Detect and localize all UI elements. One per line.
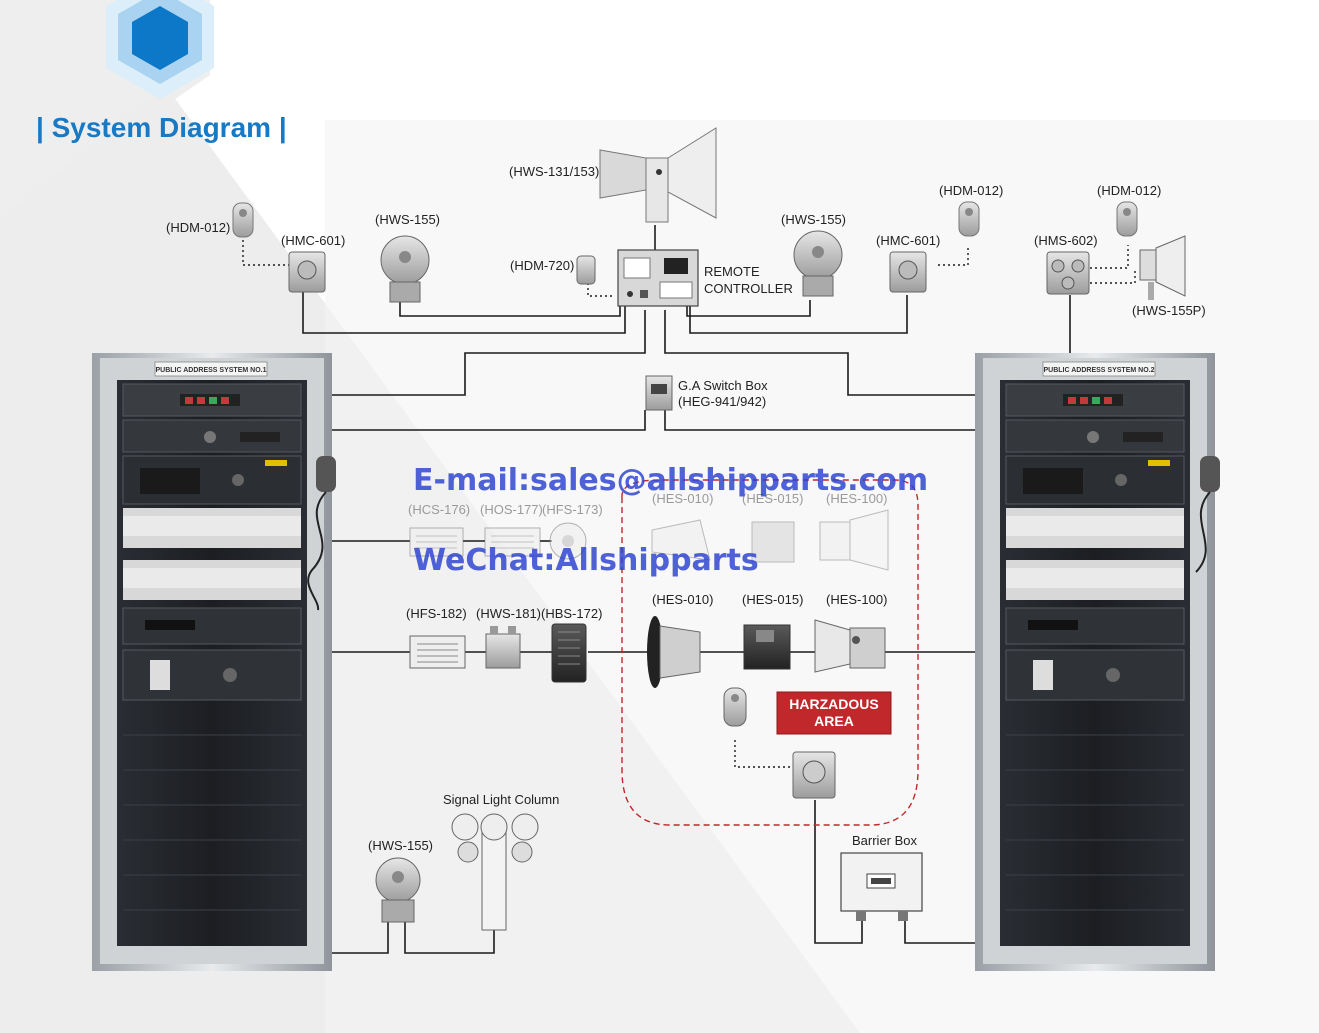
label-hcs-176: (HCS-176)	[408, 502, 470, 517]
wall-speaker-icon	[409, 635, 466, 669]
label-hdm-012-left: (HDM-012)	[166, 220, 230, 235]
barrier-box-icon	[751, 521, 795, 563]
ceiling-speaker-icon	[549, 522, 587, 560]
ceiling-speaker-icon	[484, 527, 541, 557]
label-hdm-012-mid: (HDM-012)	[939, 183, 1003, 198]
page-title: | System Diagram |	[36, 112, 287, 143]
hazardous-area-line-2: AREA	[814, 713, 854, 729]
label-remote-controller-1: REMOTE	[704, 264, 760, 279]
horn-speaker-icon	[599, 127, 717, 223]
label-hes-010: (HES-010)	[652, 592, 713, 607]
wall-speaker-icon	[551, 623, 587, 683]
label-hdm-720: (HDM-720)	[510, 258, 574, 273]
call-station-icon	[1046, 251, 1090, 295]
label-ga-switch-1: G.A Switch Box	[678, 378, 768, 393]
label-hmc-601-left: (HMC-601)	[281, 233, 345, 248]
row-1-devices	[409, 509, 889, 571]
label-hms-602: (HMS-602)	[1034, 233, 1098, 248]
horn-speaker-icon	[647, 616, 701, 688]
hazardous-area-line-1: HARZADOUS	[789, 696, 878, 712]
bell-icon	[793, 230, 843, 297]
microphone-icon	[723, 687, 747, 727]
barrier-box-icon	[743, 624, 791, 670]
horn-speaker-icon	[814, 619, 886, 673]
bell-icon	[375, 857, 421, 923]
call-station-icon	[889, 251, 927, 293]
label-remote-controller-2: CONTROLLER	[704, 281, 793, 296]
hazardous-area-badge: HARZADOUS AREA	[776, 691, 892, 735]
label-hes-015-faded: (HES-015)	[742, 491, 803, 506]
label-hws-155-bottom: (HWS-155)	[368, 838, 433, 853]
call-station-icon	[288, 251, 326, 293]
label-barrier-box: Barrier Box	[852, 833, 918, 848]
microphone-icon	[307, 456, 336, 611]
hazardous-area-border	[621, 479, 919, 826]
label-hws-155p: (HWS-155P)	[1132, 303, 1206, 318]
label-signal-light-column: Signal Light Column	[443, 792, 559, 807]
label-hfs-182: (HFS-182)	[406, 606, 467, 621]
switch-box-icon	[645, 375, 673, 411]
microphone-icon	[576, 255, 596, 285]
label-hes-100-faded: (HES-100)	[826, 491, 887, 506]
label-hes-015: (HES-015)	[742, 592, 803, 607]
bell-icon	[380, 235, 430, 303]
label-ga-switch-2: (HEG-941/942)	[678, 394, 766, 409]
label-hos-177: (HOS-177)	[480, 502, 543, 517]
wiring	[242, 225, 1136, 954]
rack-left: PUBLIC ADDRESS SYSTEM NO.1	[92, 353, 336, 971]
watermark-wechat: WeChat:Allshipparts	[413, 543, 759, 578]
wall-speaker-icon	[485, 626, 521, 669]
label-hbs-172: (HBS-172)	[541, 606, 602, 621]
remote-controller-icon	[617, 249, 699, 307]
label-hws-155-left: (HWS-155)	[375, 212, 440, 227]
rack-left-label: PUBLIC ADDRESS SYSTEM NO.1	[156, 367, 267, 374]
label-hws-131-153: (HWS-131/153)	[509, 164, 599, 179]
microphone-icon	[1195, 456, 1220, 573]
label-hmc-601-right: (HMC-601)	[876, 233, 940, 248]
barrier-box-icon	[840, 852, 923, 921]
microphone-icon	[958, 201, 980, 237]
microphone-icon	[232, 202, 254, 238]
label-hes-010-faded: (HES-010)	[652, 491, 713, 506]
label-hdm-012-right: (HDM-012)	[1097, 183, 1161, 198]
microphone-icon	[1116, 201, 1138, 237]
watermark-email: E-mail:sales@allshipparts.com	[413, 463, 928, 498]
hexagon-logo-icon	[106, 0, 214, 99]
label-hes-100: (HES-100)	[826, 592, 887, 607]
label-hws-181: (HWS-181)	[476, 606, 541, 621]
rack-right-label: PUBLIC ADDRESS SYSTEM NO.2	[1044, 367, 1155, 374]
label-hfs-173: (HFS-173)	[542, 502, 603, 517]
rack-right: PUBLIC ADDRESS SYSTEM NO.2	[975, 353, 1220, 971]
horn-speaker-icon	[1139, 235, 1186, 300]
horn-speaker-icon	[651, 519, 711, 561]
horn-speaker-icon	[819, 509, 889, 571]
call-station-icon	[792, 751, 836, 799]
signal-light-icon	[451, 813, 539, 931]
ceiling-speaker-icon	[409, 527, 464, 557]
label-hws-155-right: (HWS-155)	[781, 212, 846, 227]
